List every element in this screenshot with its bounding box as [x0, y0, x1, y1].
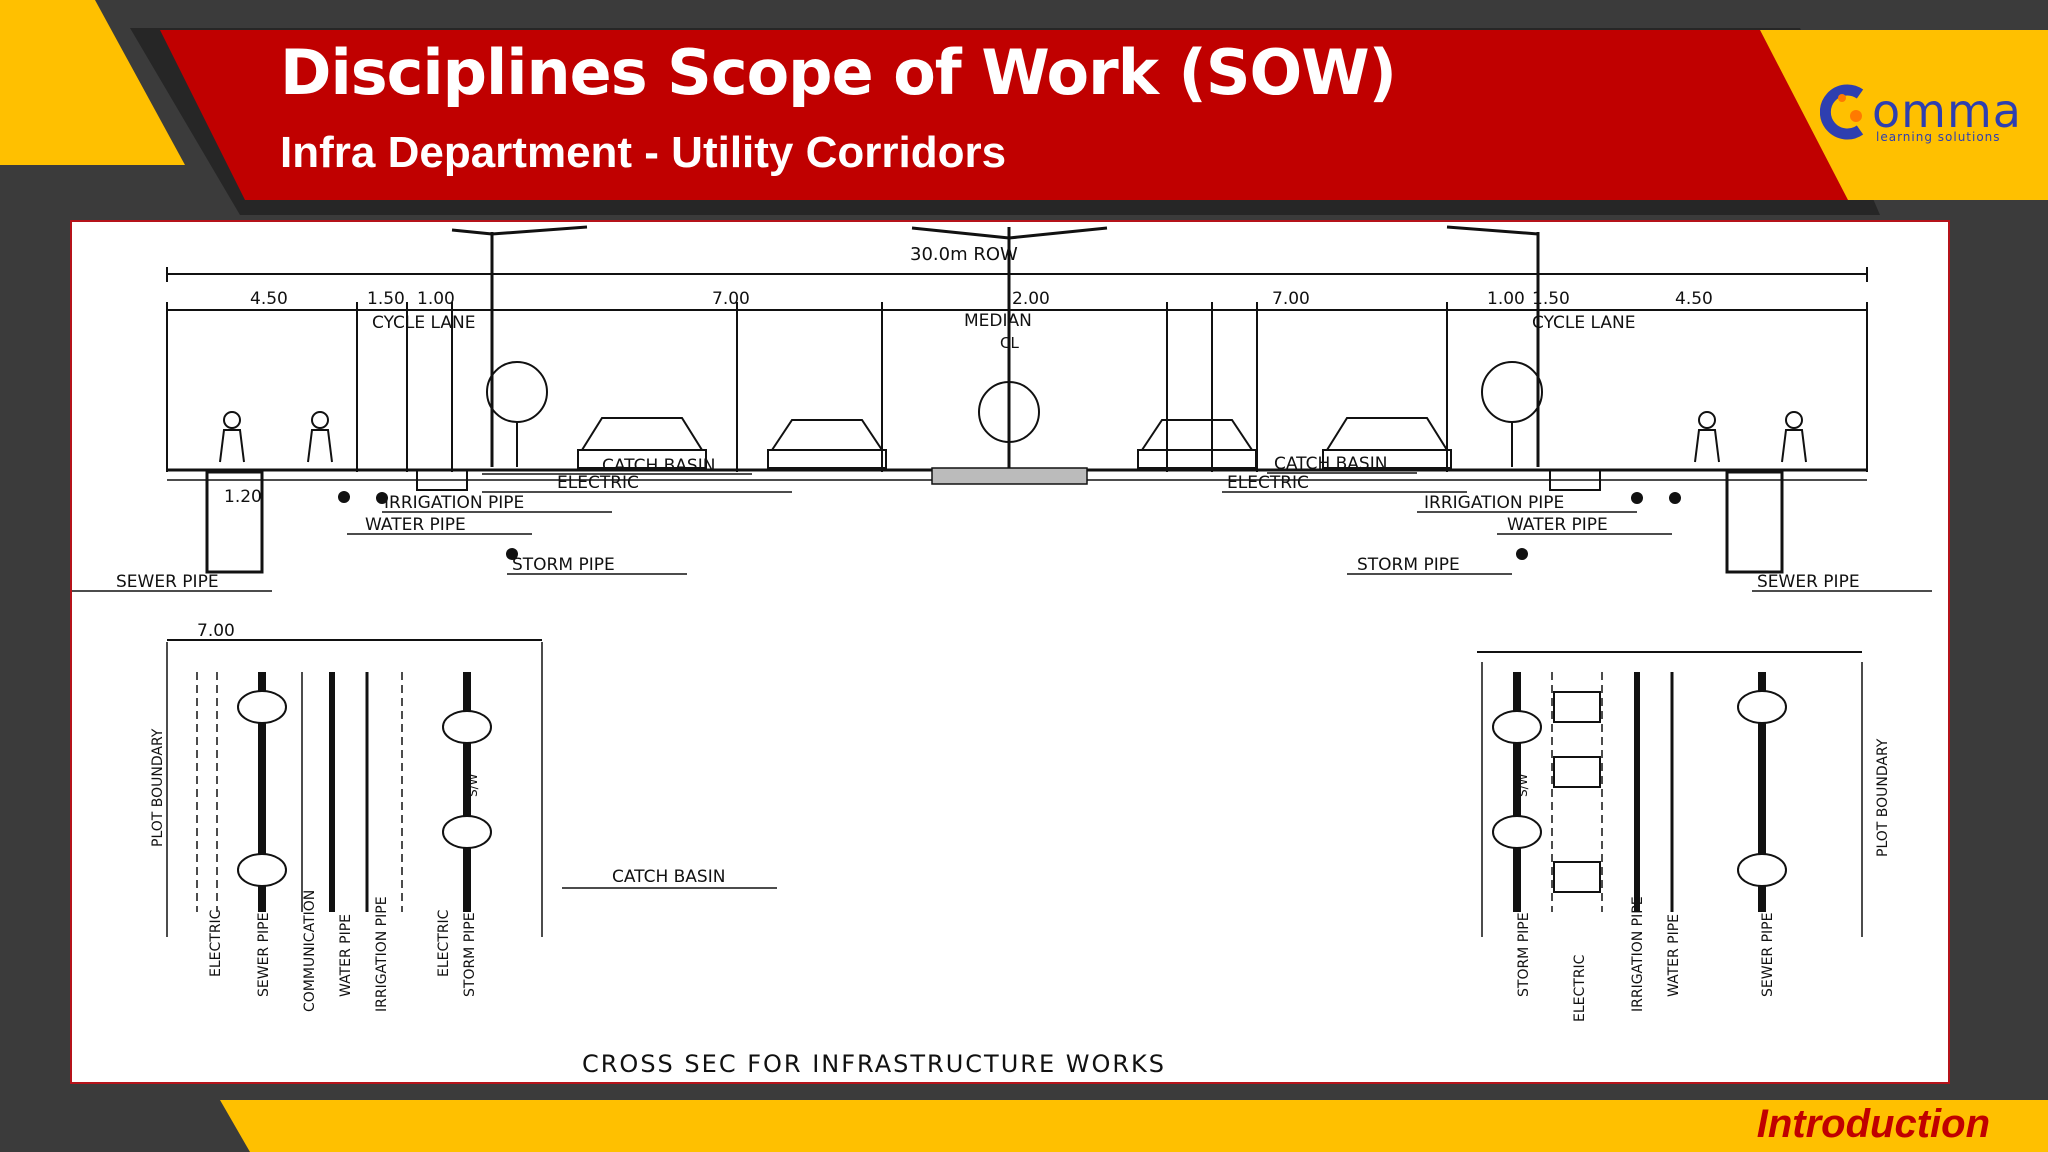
segment-ticks [166, 302, 1868, 472]
section-label: Introduction [1756, 1102, 1990, 1146]
plan-left-label: SEWER PIPE [256, 913, 272, 997]
electric-right-label: ELECTRIC [1227, 473, 1309, 493]
cycle-lane-right-label: CYCLE LANE [1532, 313, 1635, 333]
company-logo: omma learning solutions [1820, 78, 2030, 148]
sewer-manhole-right [1725, 470, 1784, 574]
irrigation-left-label: IRRIGATION PIPE [384, 493, 524, 513]
tree-median [978, 381, 1040, 443]
left-accent-stripe [0, 0, 185, 165]
sewer-right-label: SEWER PIPE [1757, 572, 1860, 592]
slide-title: Disciplines Scope of Work (SOW) [280, 36, 1397, 109]
irrigation-right-label: IRRIGATION PIPE [1424, 493, 1564, 513]
street-light-median [911, 226, 1108, 472]
plot-boundary-left: PLOT BOUNDARY [150, 728, 166, 847]
sewer-manhole-left [205, 470, 264, 574]
median-curb [931, 467, 1088, 485]
plan-right-label: STORM PIPE [1516, 912, 1532, 997]
width-label: 4.50 [250, 289, 288, 309]
slide-subtitle: Infra Department - Utility Corridors [280, 128, 1007, 177]
width-label: 4.50 [1675, 289, 1713, 309]
width-label: 7.00 [1272, 289, 1310, 309]
plan-right-labels: STORM PIPE ELECTRIC IRRIGATION PIPE WATE… [1516, 896, 1776, 1022]
tree-right [1481, 361, 1543, 467]
electric-left-label: ELECTRIC [557, 473, 639, 493]
plan-left-label: WATER PIPE [338, 914, 354, 997]
plan-right-label: IRRIGATION PIPE [1630, 896, 1646, 1012]
storm-right-label: STORM PIPE [1357, 555, 1460, 575]
width-label: 7.00 [712, 289, 750, 309]
cycle-lane-left-label: CYCLE LANE [372, 313, 475, 333]
street-light-right [1446, 225, 1540, 467]
plan-left-label: IRRIGATION PIPE [374, 896, 390, 1012]
comma-logo-icon [1820, 84, 1864, 140]
logo-wordmark: omma [1872, 84, 2022, 138]
car-icon [577, 417, 707, 469]
drawing-caption: CROSS SEC FOR INFRASTRUCTURE WORKS [582, 1050, 1166, 1078]
catch-basin-plan-label: CATCH BASIN [612, 867, 725, 887]
cross-section-svg: 30.0m ROW 4.50 1.50 1.00 7.00 2.00 7.00 … [72, 225, 1932, 1078]
width-label: 1.50 [1532, 289, 1570, 309]
plan-right-label: ELECTRIC [1572, 954, 1588, 1022]
pipe-section-markers [338, 491, 1681, 560]
logo-panel [1760, 30, 2048, 200]
width-label: 1.00 [417, 289, 455, 309]
sw-right-label: S/W [1516, 773, 1530, 797]
segment-widths: 4.50 1.50 1.00 7.00 2.00 7.00 1.00 1.50 … [250, 289, 1713, 309]
plan-left-label: ELECTRIC [208, 909, 224, 977]
plan-right-lines [1481, 662, 1863, 937]
depth-label: 1.20 [224, 487, 262, 507]
width-label: 1.00 [1487, 289, 1525, 309]
sewer-left-label: SEWER PIPE [116, 572, 219, 592]
water-right-label: WATER PIPE [1507, 515, 1608, 535]
plan-left-lines [166, 642, 543, 937]
plan-left-manholes [237, 690, 492, 887]
catch-basin-left-label: CATCH BASIN [602, 456, 715, 476]
plan-left-labels: ELECTRIC SEWER PIPE COMMUNICATION WATER … [208, 890, 478, 1012]
width-label: 2.00 [1012, 289, 1050, 309]
catch-basin-right [1549, 469, 1601, 491]
water-left-label: WATER PIPE [365, 515, 466, 535]
footer-stripe [220, 1100, 2048, 1152]
plan-right-label: WATER PIPE [1666, 914, 1682, 997]
header-band [160, 30, 1850, 200]
catch-basin-right-label: CATCH BASIN [1274, 454, 1387, 474]
row-label: 30.0m ROW [910, 244, 1018, 265]
street-light-left [451, 225, 588, 467]
median-label: MEDIAN [964, 311, 1032, 331]
car-icon [767, 419, 887, 469]
cross-section-drawing: 30.0m ROW 4.50 1.50 1.00 7.00 2.00 7.00 … [70, 220, 1950, 1084]
plot-boundary-right: PLOT BOUNDARY [1875, 738, 1891, 857]
width-label: 1.50 [367, 289, 405, 309]
car-icon [1322, 417, 1452, 469]
storm-left-label: STORM PIPE [512, 555, 615, 575]
plan-left-label: COMMUNICATION [302, 890, 318, 1012]
catch-basin-left [416, 469, 468, 491]
plan-right-label: SEWER PIPE [1760, 913, 1776, 997]
plan-right-manholes [1492, 690, 1787, 893]
plan-left-label: STORM PIPE [462, 912, 478, 997]
tree-left [486, 361, 548, 467]
leader-lines [72, 472, 1932, 592]
car-icon [1137, 419, 1257, 469]
logo-tagline: learning solutions [1876, 130, 2001, 144]
pedestrian-icons [219, 411, 1807, 463]
plan-left-width: 7.00 [197, 621, 235, 641]
sw-left-label: S/W [466, 773, 480, 797]
plan-left-label: ELECTRIC [436, 909, 452, 977]
